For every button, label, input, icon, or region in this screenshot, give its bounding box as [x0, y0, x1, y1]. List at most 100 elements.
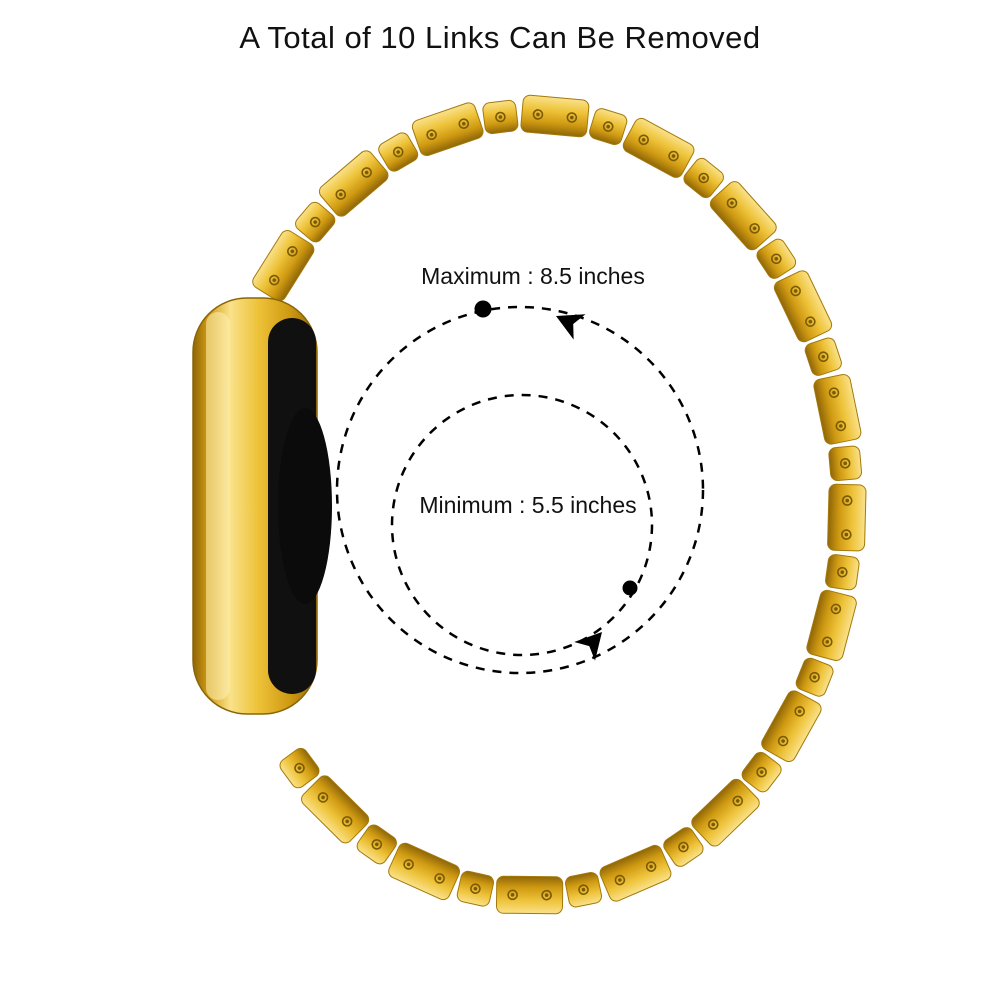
link-pin-center-icon [649, 864, 653, 869]
maximum-label: Maximum : 8.5 inches [421, 263, 645, 289]
link-pin-icon [392, 146, 404, 158]
band-link [301, 775, 370, 844]
band-link [663, 827, 704, 867]
link-pin-icon [830, 603, 842, 615]
link-pin-center-icon [808, 319, 813, 324]
link-pin-icon [578, 884, 589, 896]
band-link [773, 270, 833, 343]
link-pin-icon [532, 109, 544, 120]
band-link [683, 157, 724, 199]
band-link [691, 778, 760, 847]
band-link [564, 871, 603, 908]
band-link [756, 238, 797, 279]
link-pin-center-icon [570, 115, 574, 120]
band-link [599, 844, 672, 902]
link-pin-center-icon [345, 819, 349, 824]
max-arrow-icon [556, 314, 586, 340]
link-pin-center-icon [338, 192, 343, 197]
link-pin-center-icon [461, 121, 466, 126]
link-pin-icon [341, 816, 353, 827]
link-pin-center-icon [671, 154, 676, 158]
link-pin-center-icon [844, 532, 849, 537]
link-pin-center-icon [701, 176, 706, 180]
band-link [318, 150, 389, 217]
screen-bulge [278, 408, 332, 604]
band-link [795, 657, 834, 697]
link-pin-icon [645, 861, 657, 872]
link-pin-center-icon [774, 256, 779, 261]
band-link [622, 117, 695, 178]
link-pin-icon [817, 351, 829, 363]
link-pin-center-icon [711, 822, 716, 827]
link-pin-icon [495, 111, 506, 123]
band-link [388, 842, 461, 901]
link-pin-center-icon [406, 862, 411, 867]
link-pin-center-icon [290, 249, 295, 254]
link-pin-icon [403, 859, 414, 870]
link-pin-icon [707, 819, 719, 830]
link-pin-icon [790, 285, 801, 297]
link-pin-icon [770, 253, 782, 265]
link-pin-center-icon [834, 607, 838, 611]
link-pin-center-icon [473, 886, 478, 891]
link-pin-icon [309, 216, 321, 228]
link-pin-center-icon [374, 842, 379, 847]
link-pin-center-icon [797, 709, 802, 714]
link-pin-icon [835, 420, 847, 432]
link-pin-center-icon [735, 799, 740, 803]
max-circumference-circle [335, 305, 705, 675]
link-pin-center-icon [396, 150, 401, 154]
band-link [279, 747, 320, 789]
link-pin-icon [434, 873, 445, 884]
band-link [482, 99, 519, 135]
link-pin-icon [638, 134, 649, 146]
link-pin-icon [777, 735, 789, 747]
band-link [804, 337, 842, 376]
band-link [813, 374, 862, 445]
link-pin-center-icon [821, 354, 826, 359]
link-pin-icon [841, 529, 852, 540]
band-link [496, 875, 564, 915]
link-pin-icon [668, 150, 679, 162]
link-pin-icon [756, 766, 767, 778]
link-pin-icon [732, 795, 744, 807]
link-pin-center-icon [272, 278, 277, 282]
link-pin-center-icon [843, 461, 848, 466]
link-pin-icon [839, 457, 851, 469]
band-link [741, 751, 782, 793]
link-pin-icon [507, 889, 518, 901]
band-link [252, 230, 315, 302]
band-link [295, 201, 336, 243]
link-pin-icon [698, 172, 710, 184]
link-pin-center-icon [641, 137, 646, 142]
band-link [456, 870, 495, 907]
watch-band [252, 94, 867, 915]
link-pin-center-icon [321, 795, 325, 800]
link-pin-center-icon [581, 887, 586, 892]
link-pin-icon [749, 223, 760, 234]
link-pin-icon [566, 112, 578, 123]
link-pin-center-icon [793, 289, 798, 293]
link-pin-center-icon [510, 893, 515, 897]
link-pin-icon [426, 129, 437, 141]
link-pin-center-icon [618, 878, 622, 882]
link-pin-icon [361, 167, 372, 178]
watch-case [192, 297, 332, 715]
link-pin-center-icon [681, 845, 686, 849]
link-pin-icon [287, 245, 298, 257]
link-pin-icon [458, 118, 470, 129]
link-pin-center-icon [752, 226, 757, 231]
link-pin-icon [828, 387, 840, 398]
band-link [520, 94, 590, 138]
link-pin-center-icon [429, 132, 434, 137]
link-pin-center-icon [730, 201, 734, 205]
link-pin-center-icon [812, 675, 817, 680]
link-pin-center-icon [781, 739, 785, 743]
link-pin-icon [317, 792, 329, 803]
link-pin-center-icon [606, 124, 611, 129]
link-pin-center-icon [297, 766, 302, 770]
link-pin-center-icon [536, 112, 540, 117]
band-link [827, 483, 867, 552]
